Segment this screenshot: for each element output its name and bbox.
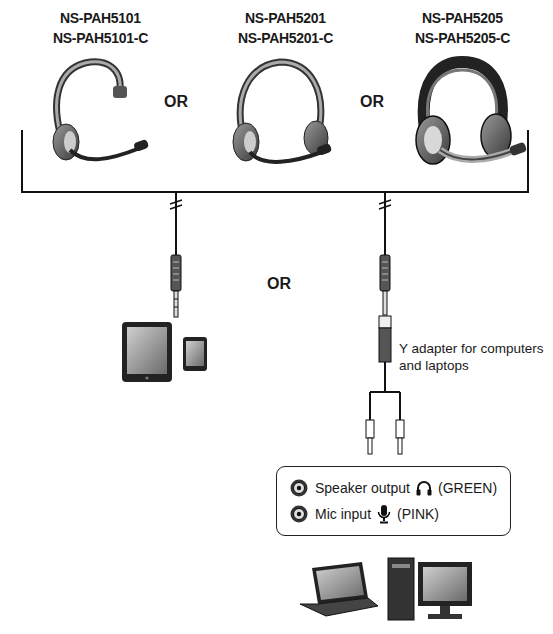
headset-mono — [53, 62, 149, 160]
cable-mobile — [170, 192, 182, 317]
headset-stereo — [233, 62, 332, 162]
or-label: OR — [360, 93, 384, 111]
color-label: (GREEN) — [438, 480, 497, 496]
or-label: OR — [164, 93, 188, 111]
jack-row: Speaker output (GREEN) — [289, 475, 498, 501]
color-label: (PINK) — [397, 506, 439, 522]
headphone-icon — [415, 479, 433, 497]
model-name: NS-PAH5101-C — [53, 30, 148, 46]
jack-row: Mic input (PINK) — [289, 501, 498, 527]
model-name: NS-PAH5101 — [60, 10, 141, 26]
jack-label: Speaker output — [315, 480, 410, 496]
model-name: NS-PAH5205-C — [415, 30, 510, 46]
model-name: NS-PAH5201 — [245, 10, 326, 26]
tablet-and-phone — [122, 322, 207, 382]
desktop-computer — [388, 558, 472, 620]
headset-padded — [416, 62, 527, 164]
mic-icon — [376, 504, 392, 524]
model-name: NS-PAH5205 — [422, 10, 503, 26]
model-name: NS-PAH5201-C — [238, 30, 333, 46]
bracket — [22, 130, 528, 192]
jack-icon — [289, 478, 309, 498]
laptop — [300, 562, 378, 616]
or-label: OR — [267, 275, 291, 293]
jack-panel: Speaker output (GREEN) Mic input (PINK) — [276, 466, 511, 536]
adapter-note: Y adapter for computers and laptops — [399, 340, 549, 374]
cable-y-adapter — [366, 192, 404, 454]
jack-label: Mic input — [315, 506, 371, 522]
jack-icon — [289, 504, 309, 524]
